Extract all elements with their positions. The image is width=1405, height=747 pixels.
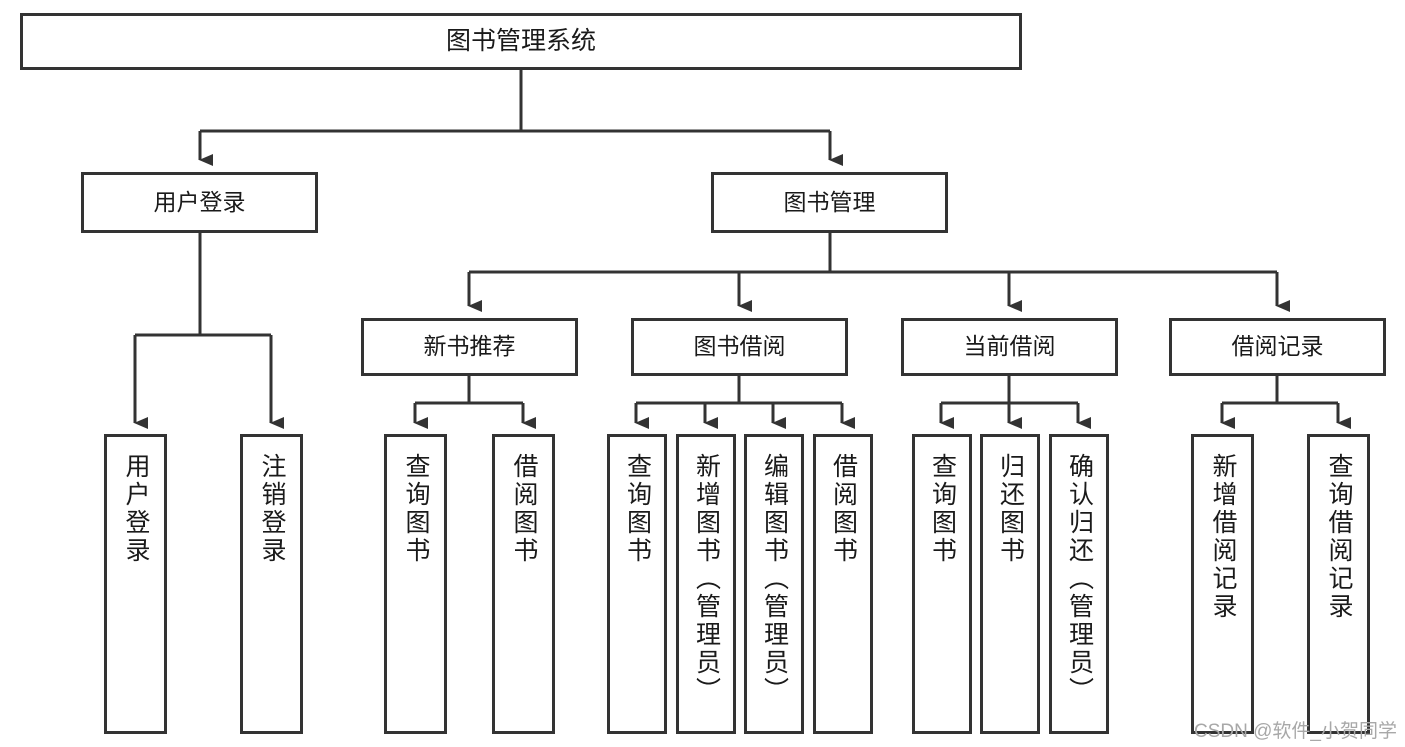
node-leaf-confirm-return[interactable]: 确认归还（管理员） <box>1049 434 1109 734</box>
node-leaf-borrow-book-1[interactable]: 借阅图书 <box>492 434 555 734</box>
node-user-login-label: 用户登录 <box>153 188 246 215</box>
node-new-book-rec[interactable]: 新书推荐 <box>361 318 578 376</box>
node-leaf-user-login[interactable]: 用户登录 <box>104 434 167 734</box>
csdn-watermark: CSDN @软件_小贺同学 <box>1194 721 1397 742</box>
node-book-manage-label: 图书管理 <box>783 188 876 215</box>
node-leaf-query-book-2-label: 查询图书 <box>623 453 652 565</box>
node-borrow-record-label: 借阅记录 <box>1231 333 1324 360</box>
node-book-manage[interactable]: 图书管理 <box>711 172 948 233</box>
node-new-book-rec-label: 新书推荐 <box>423 333 516 360</box>
node-leaf-add-book-label: 新增图书（管理员） <box>692 453 721 705</box>
node-current-borrow-label: 当前借阅 <box>963 333 1056 360</box>
node-leaf-query-book-2[interactable]: 查询图书 <box>607 434 667 734</box>
node-leaf-add-record[interactable]: 新增借阅记录 <box>1191 434 1254 734</box>
node-leaf-user-login-label: 用户登录 <box>122 453 150 565</box>
node-book-borrow[interactable]: 图书借阅 <box>631 318 848 376</box>
node-leaf-query-book-1[interactable]: 查询图书 <box>384 434 447 734</box>
node-root-label: 图书管理系统 <box>445 26 596 55</box>
node-leaf-borrow-book-2-label: 借阅图书 <box>829 453 858 565</box>
node-leaf-add-book[interactable]: 新增图书（管理员） <box>676 434 736 734</box>
node-book-borrow-label: 图书借阅 <box>693 333 786 360</box>
node-leaf-query-book-1-label: 查询图书 <box>402 453 430 565</box>
node-leaf-confirm-return-label: 确认归还（管理员） <box>1065 453 1094 705</box>
node-borrow-record[interactable]: 借阅记录 <box>1169 318 1386 376</box>
node-leaf-borrow-book-2[interactable]: 借阅图书 <box>813 434 873 734</box>
node-leaf-return-book-label: 归还图书 <box>996 453 1025 565</box>
node-leaf-query-book-3[interactable]: 查询图书 <box>912 434 972 734</box>
node-leaf-user-logout-label: 注销登录 <box>258 453 286 565</box>
node-leaf-edit-book-label: 编辑图书（管理员） <box>760 453 789 705</box>
node-root[interactable]: 图书管理系统 <box>20 13 1022 70</box>
node-leaf-return-book[interactable]: 归还图书 <box>980 434 1040 734</box>
node-leaf-edit-book[interactable]: 编辑图书（管理员） <box>744 434 804 734</box>
node-leaf-borrow-book-1-label: 借阅图书 <box>510 453 538 565</box>
node-leaf-query-record-label: 查询借阅记录 <box>1325 453 1353 621</box>
node-current-borrow[interactable]: 当前借阅 <box>901 318 1118 376</box>
node-user-login[interactable]: 用户登录 <box>81 172 318 233</box>
node-leaf-add-record-label: 新增借阅记录 <box>1209 453 1237 621</box>
node-leaf-query-record[interactable]: 查询借阅记录 <box>1307 434 1370 734</box>
node-leaf-query-book-3-label: 查询图书 <box>928 453 957 565</box>
node-leaf-user-logout[interactable]: 注销登录 <box>240 434 303 734</box>
